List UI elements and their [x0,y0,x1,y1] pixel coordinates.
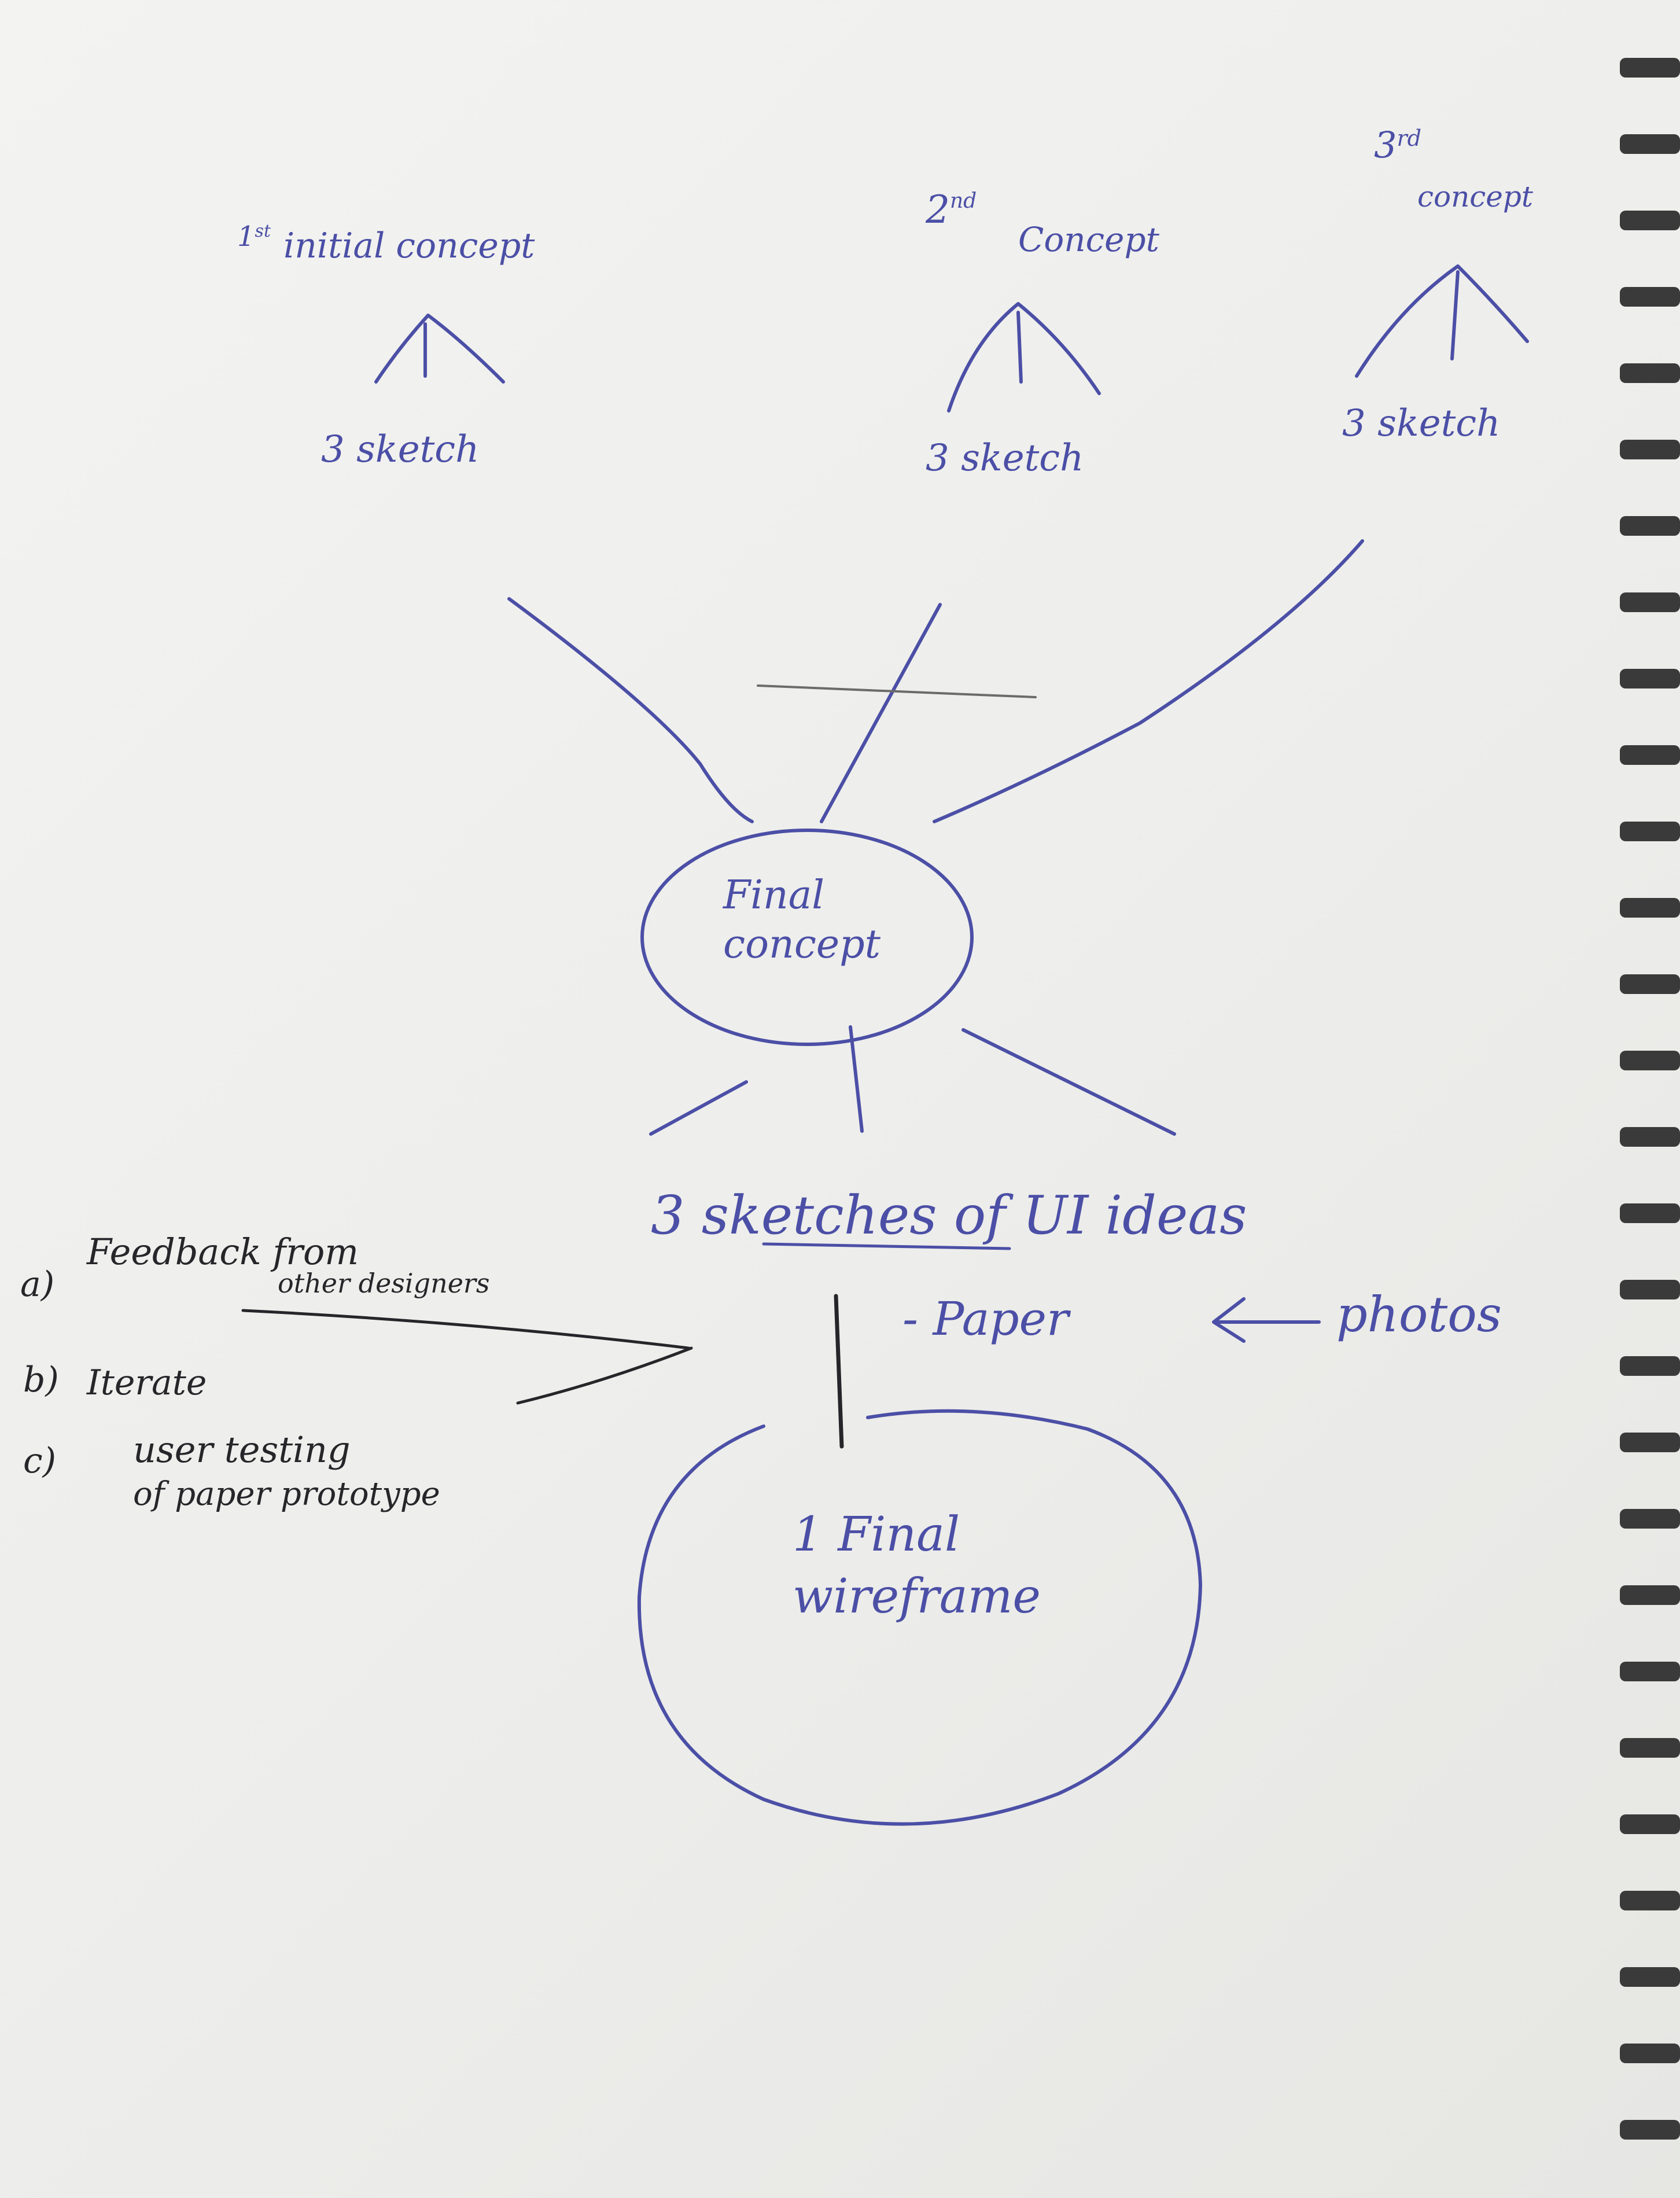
concept3-label: concept [1417,180,1533,213]
photos-arrow [1212,1297,1321,1343]
concept2-sketch: 3 sketch [926,437,1084,480]
spiral-binding [1620,58,1680,2140]
connector-right [933,539,1364,823]
concept1-arrow [374,314,505,384]
concept2-suffix: nd [950,189,977,213]
fan-middle [849,1025,864,1133]
concept1-sketch: 3 sketch [321,428,480,471]
step-a-text-line1-cap: Feedback from [87,1206,359,1276]
concept3-sketch: 3 sketch [1342,402,1501,445]
concept1-ordinal: 1st [237,223,271,251]
final-concept-oval [640,829,974,1046]
concept3-number: 3 [1374,124,1397,166]
concept2-label: Concept [1018,220,1159,259]
final-wireframe-circle [637,1409,1202,1826]
paper-note: - Paper [902,1292,1069,1346]
final-wireframe-label: 1 Final wireframe [793,1507,1041,1624]
step-a-text-line2: other designers [278,1268,490,1299]
concept1-label: initial concept [283,226,535,266]
sketches-underline [762,1242,1011,1250]
concept2-number: 2 [926,187,950,232]
step-a-text-line1: Feedback from [87,1231,359,1273]
flow-line [834,1294,844,1449]
fan-right [961,1028,1176,1136]
photos-note: photos [1336,1286,1502,1343]
concept3-suffix: rd [1397,126,1421,151]
pencil-strike [757,684,1037,698]
step-c-marker: c) [23,1441,57,1481]
ui-sketches-label: 3 sketches of UI ideas [651,1184,1247,1246]
connector-left [507,597,754,823]
steps-arrow [241,1309,693,1405]
concept3-arrow [1355,264,1529,378]
fan-left [649,1080,748,1136]
step-c-text-line1: user testing [133,1428,351,1471]
concept1-number: 1 [237,220,255,253]
concept2-ordinal: 2nd [926,191,977,229]
step-b-text: Iterate [87,1363,207,1403]
step-b-marker: b) [23,1360,59,1400]
step-a-marker: a) [20,1264,55,1305]
concept1-suffix: st [255,221,271,241]
step-c-text-line2: of paper prototype [133,1475,440,1513]
connector-middle [820,603,942,823]
concept3-ordinal: 3rd [1374,127,1421,163]
concept2-arrow [947,302,1101,413]
final-concept-label: Final concept [723,872,880,967]
